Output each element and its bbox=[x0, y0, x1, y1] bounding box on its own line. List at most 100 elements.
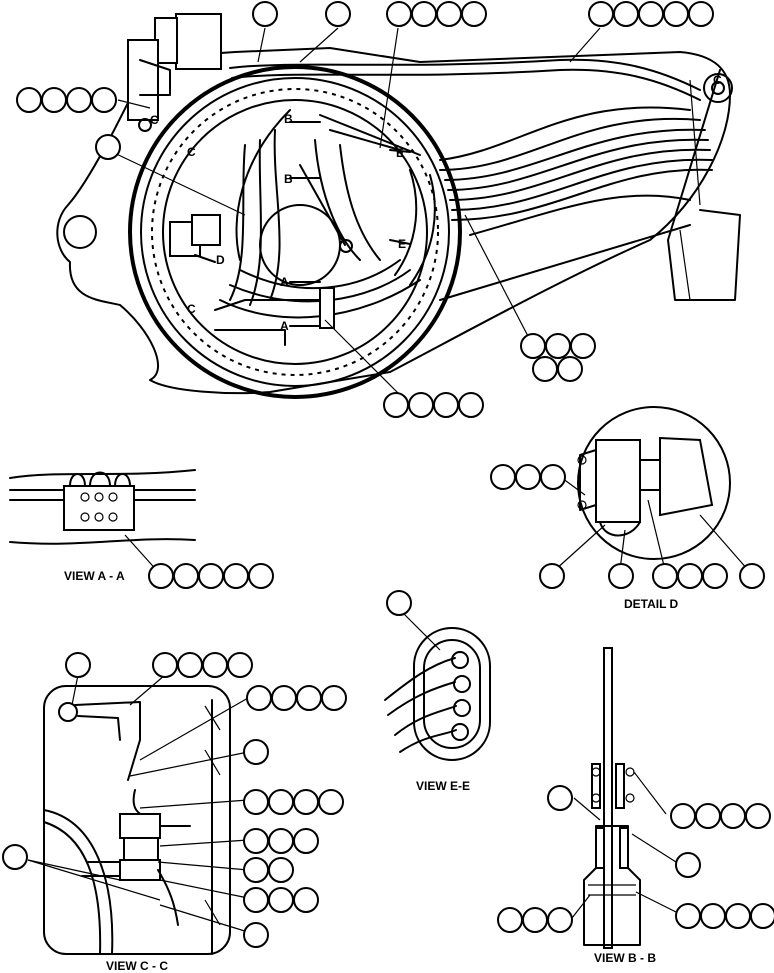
callout-balloon bbox=[702, 563, 728, 589]
callout-balloon bbox=[613, 1, 639, 27]
section-mark-c-right: C bbox=[713, 73, 722, 87]
callout-balloon bbox=[497, 907, 523, 933]
callout-balloon bbox=[739, 563, 765, 589]
callout-balloon bbox=[202, 652, 228, 678]
section-mark-c-top: C bbox=[187, 145, 196, 159]
callout-balloon bbox=[675, 903, 701, 929]
motor-housing bbox=[175, 13, 222, 70]
callout-balloon bbox=[325, 1, 351, 27]
section-mark-b-bottom: B bbox=[284, 172, 293, 186]
callout-balloon bbox=[293, 828, 319, 854]
main-assembly-view: B B A A C C C C D E E bbox=[56, 13, 741, 399]
callout-balloon bbox=[522, 907, 548, 933]
callout-balloon bbox=[2, 844, 28, 870]
callout-balloon bbox=[386, 1, 412, 27]
callout-balloon bbox=[745, 803, 771, 829]
callout-balloon bbox=[588, 1, 614, 27]
callout-balloon bbox=[540, 464, 566, 490]
section-mark-c-bottom: C bbox=[187, 302, 196, 316]
callout-balloon bbox=[246, 685, 272, 711]
callout-balloon bbox=[490, 464, 516, 490]
callout-balloon bbox=[677, 563, 703, 589]
callout-balloon bbox=[66, 87, 92, 113]
callout-balloon bbox=[461, 1, 487, 27]
callout-balloon bbox=[695, 803, 721, 829]
callout-balloon bbox=[268, 828, 294, 854]
view-c-c: VIEW C - C bbox=[2, 652, 347, 973]
callout-balloon bbox=[532, 356, 558, 382]
callout-balloon bbox=[720, 803, 746, 829]
view-a-a-caption: VIEW A - A bbox=[64, 569, 125, 583]
callout-balloon bbox=[557, 356, 583, 382]
callout-balloon bbox=[252, 1, 278, 27]
detail-mark-d: D bbox=[216, 253, 225, 267]
callout-balloon bbox=[663, 1, 689, 27]
callout-balloon bbox=[411, 1, 437, 27]
callout-balloon bbox=[293, 789, 319, 815]
section-mark-e-bottom: E bbox=[398, 237, 406, 251]
detail-d-boundary bbox=[577, 406, 731, 560]
callout-balloon bbox=[321, 685, 347, 711]
callout-balloon bbox=[293, 887, 319, 913]
callout-balloon bbox=[539, 563, 565, 589]
housing-outline bbox=[56, 47, 731, 395]
detail-d: DETAIL D bbox=[490, 406, 765, 611]
callout-balloon bbox=[570, 333, 596, 359]
callout-balloon bbox=[227, 652, 253, 678]
section-mark-a-top: A bbox=[280, 275, 289, 289]
ring-outer bbox=[128, 65, 462, 399]
callout-balloon bbox=[670, 803, 696, 829]
callout-balloon bbox=[547, 785, 573, 811]
section-mark-b-top: B bbox=[284, 112, 293, 126]
callout-balloon bbox=[16, 87, 42, 113]
callout-balloon bbox=[243, 828, 269, 854]
callout-balloon bbox=[296, 685, 322, 711]
callout-balloon bbox=[248, 563, 274, 589]
callout-balloon bbox=[198, 563, 224, 589]
callout-balloon bbox=[243, 739, 269, 765]
callout-balloon bbox=[173, 563, 199, 589]
callout-balloon bbox=[652, 563, 678, 589]
section-mark-a-bottom: A bbox=[280, 319, 289, 333]
callout-balloon bbox=[725, 903, 751, 929]
callout-balloon bbox=[700, 903, 726, 929]
callout-balloon bbox=[243, 857, 269, 883]
view-c-c-frame bbox=[43, 685, 231, 955]
callout-balloon bbox=[271, 685, 297, 711]
callout-balloon bbox=[268, 857, 294, 883]
callout-balloon bbox=[458, 392, 484, 418]
callout-balloon bbox=[223, 563, 249, 589]
section-mark-c-left: C bbox=[150, 113, 159, 127]
callout-balloon bbox=[65, 652, 91, 678]
callout-balloon bbox=[433, 392, 459, 418]
view-b-b-caption: VIEW B - B bbox=[594, 951, 656, 965]
callout-balloon bbox=[436, 1, 462, 27]
callout-balloon bbox=[95, 134, 121, 160]
hub bbox=[259, 204, 341, 286]
view-a-a: VIEW A - A bbox=[9, 469, 274, 589]
callout-balloon bbox=[545, 333, 571, 359]
ring-bolt-circle bbox=[151, 88, 439, 376]
callout-balloon bbox=[386, 590, 412, 616]
balloon-group-main bbox=[16, 1, 714, 418]
callout-balloon bbox=[750, 903, 774, 929]
callout-balloon bbox=[383, 392, 409, 418]
callout-balloon bbox=[408, 392, 434, 418]
callout-balloon bbox=[243, 789, 269, 815]
callout-balloon bbox=[152, 652, 178, 678]
section-mark-e-top: E bbox=[396, 146, 404, 160]
callout-balloon bbox=[91, 87, 117, 113]
view-e-e: VIEW E-E bbox=[384, 590, 491, 793]
callout-balloon bbox=[688, 1, 714, 27]
callout-balloon bbox=[268, 789, 294, 815]
view-b-b: VIEW B - B bbox=[497, 647, 774, 965]
callout-balloon bbox=[268, 887, 294, 913]
view-e-e-caption: VIEW E-E bbox=[416, 779, 470, 793]
detail-d-caption: DETAIL D bbox=[624, 597, 679, 611]
callout-balloon bbox=[243, 922, 269, 948]
callout-balloon bbox=[515, 464, 541, 490]
callout-balloon bbox=[177, 652, 203, 678]
callout-balloon bbox=[638, 1, 664, 27]
callout-balloon bbox=[608, 563, 634, 589]
